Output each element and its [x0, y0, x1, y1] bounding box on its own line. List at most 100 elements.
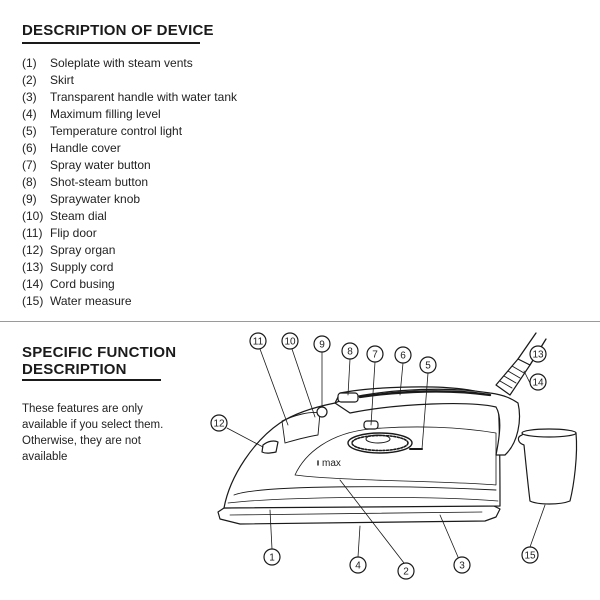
- callout-4: 4: [349, 556, 367, 574]
- list-item: (13) Supply cord: [22, 259, 237, 276]
- part-label: Shot-steam button: [50, 175, 149, 189]
- specific-title: SPECIFIC FUNCTION DESCRIPTION: [22, 344, 192, 378]
- part-label: Maximum filling level: [50, 107, 161, 121]
- part-number: (10): [22, 209, 44, 223]
- flip-door: [281, 412, 321, 444]
- part-label: Skirt: [50, 73, 74, 87]
- part-number: (2): [22, 73, 37, 87]
- callout-3: 3: [453, 556, 471, 574]
- part-number: (6): [22, 141, 37, 155]
- list-item: (9)Spraywater knob: [22, 191, 237, 208]
- list-item: (7) Spray water button: [22, 157, 237, 174]
- specific-title-line1: SPECIFIC FUNCTION: [22, 344, 177, 361]
- handle: [334, 388, 521, 456]
- part-number: (15): [22, 294, 44, 308]
- list-item: (6) Handle cover: [22, 140, 237, 157]
- part-number: (7): [22, 158, 37, 172]
- parts-list: (1) Soleplate with steam vents (2) Skirt (…: [22, 55, 237, 310]
- list-item: (15) Water measure: [22, 293, 237, 310]
- max-label: max: [322, 458, 341, 469]
- section-divider: [0, 321, 600, 322]
- list-item: (3) Transparent handle with water tank: [22, 89, 237, 106]
- svg-text:14: 14: [532, 378, 544, 389]
- steam-iron-diagram: max 1 2 3 4 5 6 7 8 9 10 11 12 13 14 1: [210, 332, 578, 580]
- description-title: DESCRIPTION OF DEVICE: [22, 22, 214, 39]
- callout-8: 8: [341, 342, 359, 360]
- part-number: (14): [22, 277, 44, 291]
- callout-15: 15: [521, 546, 539, 564]
- water-tank: [294, 426, 497, 486]
- svg-text:8: 8: [347, 347, 353, 358]
- part-label: Soleplate with steam vents: [50, 56, 193, 70]
- specific-title-underline: [22, 379, 161, 381]
- callout-7: 7: [366, 345, 384, 363]
- part-number: (3): [22, 90, 37, 104]
- part-label: Handle cover: [50, 141, 121, 155]
- callout-2: 2: [397, 562, 415, 580]
- cord-busing-ribs: [499, 365, 525, 389]
- list-item: (11) Flip door: [22, 225, 237, 242]
- skirt-line: [233, 486, 497, 496]
- svg-text:11: 11: [253, 337, 264, 348]
- callout-11: 11: [249, 332, 267, 350]
- callout-13: 13: [529, 345, 547, 363]
- svg-text:2: 2: [403, 567, 409, 578]
- svg-text:1: 1: [269, 553, 275, 564]
- callouts: 1 2 3 4 5 6 7 8 9 10 11 12 13 14 15: [210, 332, 547, 580]
- list-item: (2) Skirt: [22, 72, 237, 89]
- list-item: (12) Spray organ: [22, 242, 237, 259]
- part-label: Water measure: [50, 294, 132, 308]
- svg-text:10: 10: [284, 337, 296, 348]
- list-item: (4) Maximum filling level: [22, 106, 237, 123]
- svg-text:13: 13: [532, 350, 544, 361]
- part-label: Spray water button: [50, 158, 151, 172]
- part-number: (12): [22, 243, 44, 257]
- specific-note: These features are only available if you…: [22, 403, 164, 463]
- part-label: Steam dial: [50, 209, 107, 223]
- part-number: (11): [22, 226, 43, 240]
- water-measure: [517, 430, 578, 505]
- list-item: (14) Cord busing: [22, 276, 237, 293]
- part-number: (8): [22, 175, 37, 189]
- callout-10: 10: [281, 332, 299, 350]
- spray-organ: [261, 440, 279, 454]
- part-label: Cord busing: [50, 277, 115, 291]
- water-measure-rim: [521, 428, 577, 438]
- callout-leaders: [226, 348, 546, 564]
- soleplate-edge: [229, 511, 483, 516]
- part-number: (1): [22, 56, 37, 70]
- svg-text:9: 9: [319, 340, 325, 351]
- handle-cover: [358, 390, 492, 399]
- part-label: Transparent handle with water tank: [50, 90, 237, 104]
- svg-text:6: 6: [400, 351, 406, 362]
- part-number: (13): [22, 260, 44, 274]
- part-label: Spray organ: [50, 243, 116, 257]
- svg-text:15: 15: [524, 551, 536, 562]
- callout-5: 5: [419, 356, 437, 374]
- part-label: Temperature control light: [50, 124, 183, 138]
- list-item: (1) Soleplate with steam vents: [22, 55, 237, 72]
- svg-text:7: 7: [372, 350, 378, 361]
- svg-text:4: 4: [355, 561, 361, 572]
- steam-dial-inner: [365, 434, 391, 444]
- list-item: (10) Steam dial: [22, 208, 237, 225]
- callout-6: 6: [394, 346, 412, 364]
- callout-9: 9: [313, 335, 331, 353]
- part-label: Supply cord: [50, 260, 114, 274]
- svg-text:12: 12: [213, 419, 225, 430]
- part-label: Spraywater knob: [50, 192, 141, 206]
- description-title-underline: [22, 42, 200, 44]
- part-number: (5): [22, 124, 37, 138]
- callout-1: 1: [263, 548, 281, 566]
- cord-busing: [495, 358, 531, 396]
- callout-14: 14: [529, 373, 547, 391]
- list-item: (8) Shot-steam button: [22, 174, 237, 191]
- part-number: (4): [22, 107, 37, 121]
- part-label: Flip door: [50, 226, 97, 240]
- list-item: (5) Temperature control light: [22, 123, 237, 140]
- specific-title-line2: DESCRIPTION: [22, 361, 127, 378]
- callout-12: 12: [210, 414, 228, 432]
- svg-text:3: 3: [459, 561, 465, 572]
- spraywater-knob: [316, 406, 328, 418]
- svg-text:5: 5: [425, 361, 431, 372]
